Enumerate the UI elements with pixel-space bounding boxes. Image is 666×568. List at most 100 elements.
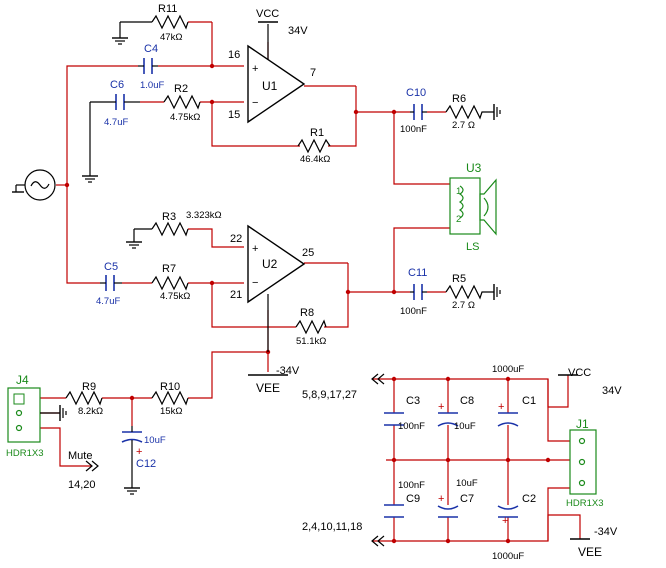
- svg-text:3.323kΩ: 3.323kΩ: [186, 210, 222, 221]
- resistor-r9: R9 8.2kΩ: [65, 381, 103, 417]
- resistor-r2: R2 4.75kΩ: [163, 83, 201, 123]
- svg-text:Mute: Mute: [68, 450, 92, 462]
- svg-text:10uF: 10uF: [144, 435, 166, 446]
- svg-text:+: +: [136, 446, 142, 458]
- svg-text:J1: J1: [576, 417, 589, 431]
- capacitor-c12: + 10uF C12: [121, 426, 166, 495]
- svg-text:C4: C4: [144, 43, 158, 55]
- svg-text:−: −: [252, 97, 258, 109]
- svg-text:R10: R10: [160, 381, 180, 393]
- wires: [40, 21, 581, 542]
- vcc-right: VCC 34V: [558, 367, 622, 397]
- vee-right: -34V VEE: [570, 526, 618, 559]
- svg-text:2.7 Ω: 2.7 Ω: [452, 120, 475, 131]
- svg-text:1000uF: 1000uF: [492, 551, 524, 562]
- svg-text:10uF: 10uF: [456, 478, 478, 489]
- signal-source: [12, 169, 56, 201]
- svg-text:R2: R2: [174, 83, 188, 95]
- svg-text:+: +: [502, 515, 508, 527]
- capacitor-c5: C5 4.7uF: [96, 261, 122, 307]
- vee-rail-arrow: 2,4,10,11,18: [302, 521, 385, 547]
- svg-text:25: 25: [302, 247, 314, 259]
- resistor-r10: R10 15kΩ: [151, 381, 189, 417]
- capacitor-c7: + 10uF C7: [437, 478, 478, 518]
- svg-text:R1: R1: [310, 127, 324, 139]
- svg-text:R3: R3: [162, 211, 176, 223]
- opamp-u1: + − U1 16 15 7: [228, 24, 316, 124]
- svg-text:2.7 Ω: 2.7 Ω: [452, 300, 475, 311]
- svg-text:+: +: [252, 63, 258, 75]
- speaker-u3: U3 1 2 LS: [449, 161, 497, 253]
- svg-text:-34V: -34V: [276, 365, 300, 377]
- capacitor-c9: 100nF C9: [384, 480, 425, 518]
- svg-text:C3: C3: [406, 395, 420, 407]
- svg-text:R9: R9: [82, 381, 96, 393]
- svg-text:VCC: VCC: [256, 8, 279, 20]
- svg-text:2,4,10,11,18: 2,4,10,11,18: [302, 521, 362, 533]
- svg-text:HDR1X3: HDR1X3: [6, 448, 44, 459]
- resistor-r8: R8 51.1kΩ: [295, 307, 327, 347]
- svg-text:100nF: 100nF: [400, 124, 427, 135]
- svg-text:1.0uF: 1.0uF: [140, 80, 164, 91]
- svg-text:21: 21: [230, 289, 242, 301]
- svg-text:8.2kΩ: 8.2kΩ: [78, 406, 103, 417]
- svg-text:22: 22: [230, 233, 242, 245]
- svg-text:C9: C9: [406, 493, 420, 505]
- svg-text:J4: J4: [16, 373, 29, 387]
- svg-text:HDR1X3: HDR1X3: [566, 498, 604, 509]
- resistor-r3: R3 3.323kΩ: [126, 210, 222, 249]
- svg-text:100nF: 100nF: [400, 306, 427, 317]
- resistor-r5: R5 2.7 Ω: [445, 273, 501, 311]
- svg-text:4.75kΩ: 4.75kΩ: [170, 112, 200, 123]
- svg-text:U3: U3: [466, 161, 482, 175]
- junction-dots: [64, 63, 551, 544]
- svg-text:U1: U1: [262, 79, 278, 93]
- svg-text:4.7uF: 4.7uF: [96, 296, 120, 307]
- mute-net: Mute 14,20: [68, 450, 99, 491]
- capacitor-c10: C10 100nF: [400, 87, 427, 135]
- svg-text:7: 7: [310, 67, 316, 79]
- svg-text:-34V: -34V: [594, 526, 618, 538]
- svg-text:+: +: [438, 493, 444, 505]
- svg-text:34V: 34V: [602, 385, 622, 397]
- svg-text:16: 16: [228, 49, 240, 61]
- resistor-r6: R6 2.7 Ω: [445, 93, 501, 131]
- svg-text:+: +: [252, 243, 258, 255]
- capacitor-c6: C6 4.7uF: [82, 79, 140, 183]
- svg-text:5,8,9,17,27: 5,8,9,17,27: [302, 389, 357, 401]
- svg-text:15: 15: [228, 109, 240, 121]
- resistor-r7: R7 4.75kΩ: [151, 263, 190, 302]
- capacitor-c4: C4 1.0uF: [138, 43, 164, 91]
- vcc-rail-arrow: 5,8,9,17,27: [302, 373, 385, 401]
- capacitor-c1: + C1 1000uF: [492, 364, 536, 427]
- svg-text:C1: C1: [522, 395, 536, 407]
- vcc-top: VCC 34V: [256, 8, 308, 37]
- vee-mid: -34V VEE: [248, 365, 300, 395]
- svg-text:C2: C2: [522, 493, 536, 505]
- capacitor-c2: + C2 1000uF: [492, 493, 536, 562]
- capacitor-c8: + C8 10uF: [437, 395, 476, 432]
- svg-text:C5: C5: [104, 261, 118, 273]
- svg-text:1000uF: 1000uF: [492, 364, 524, 375]
- svg-text:R11: R11: [158, 3, 177, 15]
- svg-text:R7: R7: [162, 263, 176, 275]
- svg-text:4.7uF: 4.7uF: [104, 117, 128, 128]
- opamp-u2: + − U2 22 21 25: [230, 224, 314, 352]
- svg-text:U2: U2: [262, 257, 278, 271]
- svg-text:+: +: [438, 401, 444, 413]
- svg-text:15kΩ: 15kΩ: [160, 406, 182, 417]
- svg-text:R5: R5: [452, 273, 466, 285]
- resistor-r11: R11 47kΩ: [112, 3, 189, 45]
- connector-j1: J1 HDR1X3: [566, 417, 604, 509]
- svg-text:LS: LS: [466, 241, 479, 253]
- svg-text:VCC: VCC: [568, 367, 591, 379]
- svg-text:C8: C8: [460, 395, 474, 407]
- svg-text:C12: C12: [136, 458, 156, 470]
- svg-text:+: +: [498, 401, 504, 413]
- svg-text:1: 1: [456, 186, 461, 197]
- svg-text:46.4kΩ: 46.4kΩ: [300, 154, 330, 165]
- resistor-r1: R1 46.4kΩ: [297, 127, 331, 165]
- svg-text:R6: R6: [452, 93, 466, 105]
- svg-text:14,20: 14,20: [68, 479, 96, 491]
